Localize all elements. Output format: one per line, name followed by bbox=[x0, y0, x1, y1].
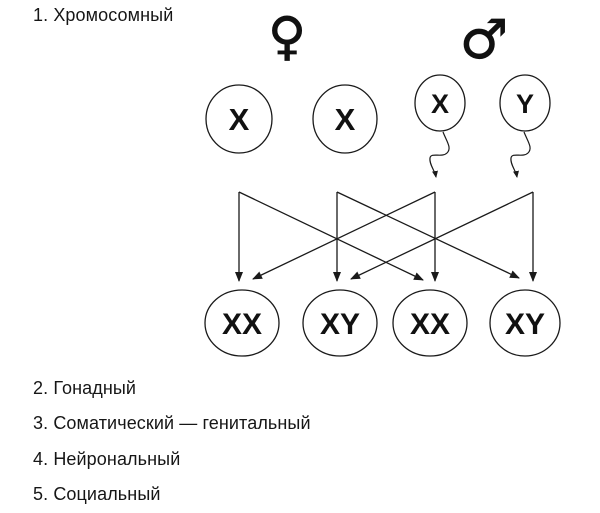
gamete-label: Y bbox=[516, 89, 534, 119]
offspring-node-3: XX bbox=[392, 289, 468, 357]
offspring-label: XX bbox=[222, 308, 262, 341]
offspring-node-4: XY bbox=[489, 289, 561, 357]
list-item-gonadal: 2. Гонадный bbox=[33, 378, 137, 398]
chromosome-inheritance-diagram: ♀ ♂ X X X bbox=[204, 7, 561, 357]
offspring-node-1: XX bbox=[204, 289, 280, 357]
gamete-node-male-y: Y bbox=[499, 74, 551, 132]
gamete-label: X bbox=[431, 89, 449, 119]
male-symbol-icon: ♂ bbox=[460, 8, 508, 71]
gamete-node-female-1: X bbox=[205, 84, 273, 154]
offspring-label: XX bbox=[410, 308, 450, 341]
page-title: 1. Хромосомный bbox=[33, 5, 174, 25]
male-gamete-wavy-arrows bbox=[429, 131, 531, 178]
wavy-arrow-x bbox=[429, 131, 450, 178]
offspring-label: XY bbox=[320, 308, 360, 341]
wavy-arrow-y bbox=[510, 131, 531, 178]
female-symbol-icon: ♀ bbox=[268, 7, 306, 67]
gamete-node-female-2: X bbox=[312, 84, 378, 154]
fertilization-arrows bbox=[235, 191, 537, 282]
offspring-node-2: XY bbox=[302, 289, 378, 357]
list-item-somatic-genital: 3. Соматический — генитальный bbox=[33, 413, 311, 433]
list-item-neuronal: 4. Нейрональный bbox=[33, 449, 181, 469]
offspring-label: XY bbox=[505, 308, 545, 341]
gamete-label: X bbox=[229, 102, 250, 137]
gamete-node-male-x: X bbox=[414, 74, 466, 132]
gamete-label: X bbox=[335, 102, 356, 137]
list-item-social: 5. Социальный bbox=[33, 484, 161, 504]
